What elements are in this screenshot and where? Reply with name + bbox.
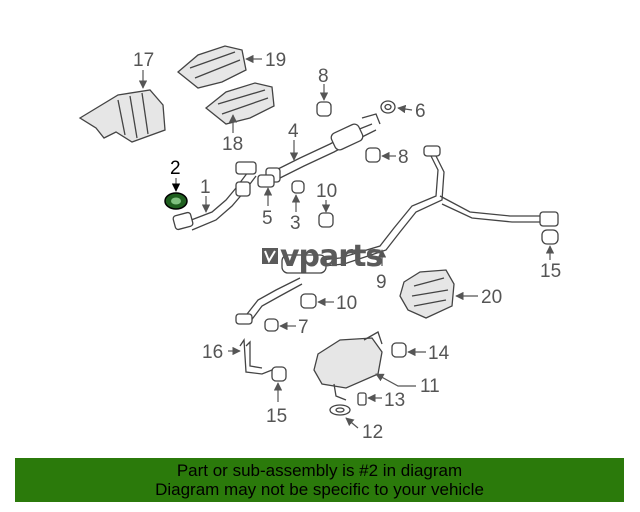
leader-lines — [138, 54, 555, 429]
hanger-15-right — [391, 342, 407, 358]
bracket-16 — [239, 338, 273, 375]
hanger-8-top — [316, 101, 332, 117]
callout-20: 20 — [481, 287, 502, 308]
gasket-2 — [164, 192, 188, 210]
tail-pipe-lower — [235, 277, 303, 325]
hanger-10-top — [318, 212, 334, 228]
rear-pipe-9 — [281, 145, 559, 274]
info-banner: Part or sub-assembly is #2 in diagram Di… — [15, 458, 624, 502]
gasket-12 — [329, 404, 351, 416]
banner-line-2: Diagram may not be specific to your vehi… — [155, 480, 484, 499]
callout-1: 1 — [200, 177, 211, 198]
callout-7: 7 — [298, 317, 309, 338]
callout-17: 17 — [133, 50, 154, 71]
callout-13: 13 — [384, 390, 405, 411]
gasket-6 — [380, 100, 396, 114]
hanger-8-mid — [365, 147, 381, 163]
callout-10-lower: 10 — [336, 293, 357, 314]
callout-3: 3 — [290, 213, 301, 234]
callout-11: 11 — [420, 376, 440, 397]
callout-15-lower: 15 — [266, 406, 287, 427]
callout-6: 6 — [415, 101, 426, 122]
callout-8-mid: 8 — [398, 147, 409, 168]
hanger-14 — [541, 229, 559, 245]
callout-12: 12 — [362, 422, 383, 443]
watermark-text: vparts — [280, 239, 382, 274]
callout-labels: 17 19 18 8 6 4 8 2 1 10 5 3 9 15 20 10 7… — [133, 50, 561, 443]
heat-shield-17 — [78, 89, 166, 143]
hanger-10-lower — [300, 293, 317, 309]
callout-8-top: 8 — [318, 66, 329, 87]
heat-shield-20 — [399, 269, 455, 319]
center-pipe-4 — [265, 113, 381, 183]
nut-3 — [291, 180, 305, 194]
bolt-13 — [357, 392, 367, 406]
front-pipe-1 — [172, 161, 257, 231]
callout-14: 15 — [540, 261, 561, 282]
heat-shield-19 — [176, 45, 247, 89]
callout-4: 4 — [288, 121, 299, 142]
callout-2-highlighted: 2 — [170, 158, 181, 179]
heat-shield-18 — [204, 82, 275, 125]
callout-9: 9 — [376, 272, 387, 293]
vparts-watermark-logo: vparts — [262, 239, 383, 274]
hanger-15-lower — [271, 366, 287, 382]
muffler-11 — [313, 331, 383, 401]
callout-16: 16 — [202, 342, 223, 363]
callout-10-top: 10 — [316, 181, 337, 202]
callout-19: 19 — [265, 50, 286, 71]
callout-5: 5 — [262, 208, 273, 229]
banner-line-1: Part or sub-assembly is #2 in diagram — [176, 461, 463, 480]
callout-15-right: 14 — [428, 343, 450, 364]
callout-18: 18 — [222, 134, 243, 155]
hanger-7 — [264, 318, 279, 332]
gasket-5 — [257, 174, 275, 188]
